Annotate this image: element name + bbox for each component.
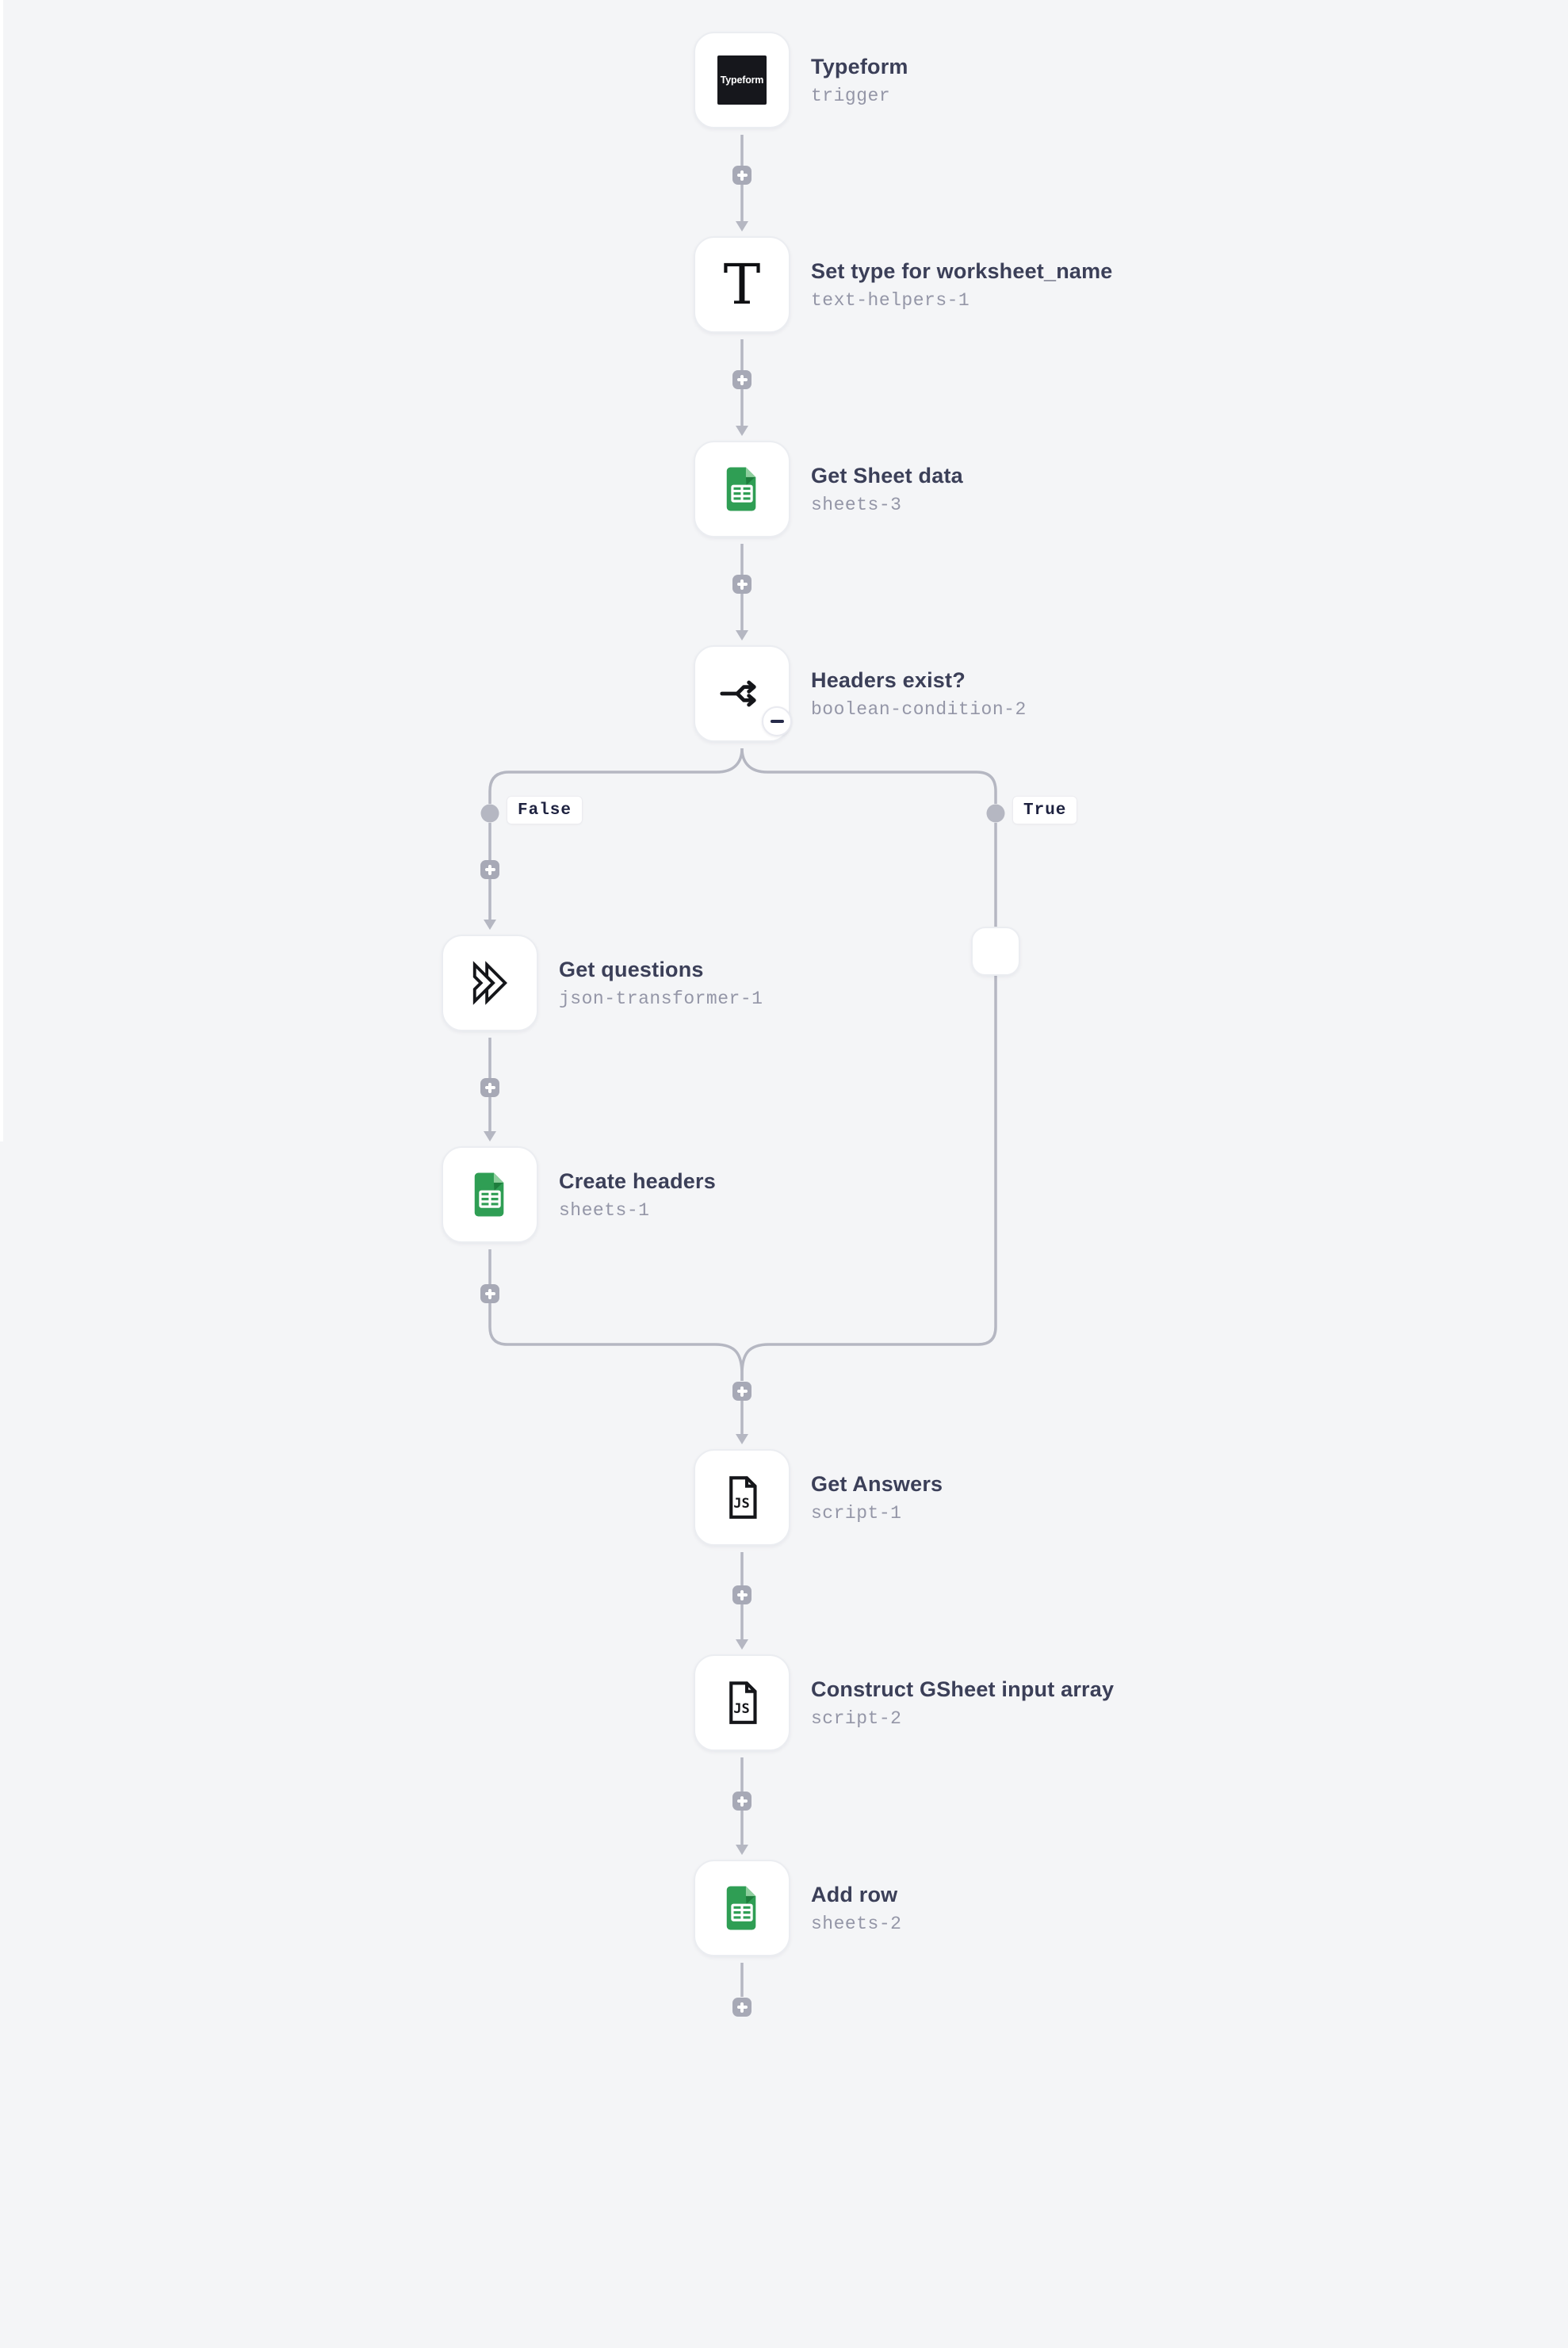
add-step-button[interactable]	[480, 1078, 499, 1097]
node-sheets-2[interactable]: Add row sheets-2	[694, 1860, 901, 1956]
node-title: Typeform	[811, 55, 908, 78]
node-subtitle: sheets-1	[559, 1200, 650, 1221]
add-step-button[interactable]	[480, 860, 499, 879]
node-empty-true-branch[interactable]	[971, 927, 1020, 976]
node-title: Get Sheet data	[811, 464, 963, 488]
add-step-button[interactable]	[732, 1585, 751, 1604]
add-step-button[interactable]	[480, 1284, 499, 1303]
node-subtitle: sheets-2	[811, 1914, 902, 1934]
add-step-button[interactable]	[732, 1792, 751, 1811]
node-sheets-3[interactable]: Get Sheet data sheets-3	[694, 441, 963, 537]
typeform-logo-icon: Typeform	[717, 55, 767, 105]
node-script-1[interactable]: JS Get Answers script-1	[694, 1449, 943, 1546]
node-subtitle: json-transformer-1	[559, 989, 763, 1009]
node-title: Get Answers	[811, 1472, 943, 1496]
branch-label-false: False	[507, 797, 583, 824]
branch-icon	[720, 680, 756, 707]
node-text-helpers-1[interactable]: T Set type for worksheet_name text-helpe…	[694, 236, 1112, 333]
add-step-button[interactable]	[732, 166, 751, 185]
node-sheets-1[interactable]: Create headers sheets-1	[442, 1146, 716, 1243]
collapse-branch-button[interactable]	[762, 706, 792, 736]
add-step-button[interactable]	[732, 575, 751, 594]
port-true	[986, 804, 1005, 823]
add-step-button[interactable]	[732, 1382, 751, 1401]
text-tool-icon: T	[723, 252, 761, 317]
node-subtitle: text-helpers-1	[811, 290, 970, 311]
node-script-2[interactable]: JS Construct GSheet input array script-2	[694, 1654, 1114, 1751]
branch-label-true: True	[1013, 797, 1077, 824]
add-step-button[interactable]	[732, 1998, 751, 2017]
js-file-icon: JS	[729, 1681, 757, 1724]
google-sheets-icon	[726, 467, 756, 511]
node-subtitle: sheets-3	[811, 495, 902, 515]
panel-edge	[0, 0, 3, 1141]
node-title: Create headers	[559, 1169, 716, 1193]
port-false	[480, 804, 499, 823]
branch-label-false-text: False	[518, 801, 572, 820]
google-sheets-icon	[726, 1886, 756, 1930]
node-title: Set type for worksheet_name	[811, 259, 1113, 283]
svg-text:JS: JS	[733, 1496, 750, 1512]
node-title: Get questions	[559, 958, 704, 981]
minus-icon	[770, 719, 784, 724]
node-subtitle: boolean-condition-2	[811, 699, 1027, 720]
js-file-icon: JS	[729, 1476, 757, 1519]
double-chevrons-icon	[472, 961, 507, 1005]
google-sheets-icon	[474, 1172, 504, 1217]
node-boolean-condition-2[interactable]: Headers exist? boolean-condition-2	[694, 645, 1026, 742]
node-subtitle: script-2	[811, 1708, 902, 1729]
node-title: Add row	[811, 1883, 898, 1906]
add-step-button[interactable]	[732, 370, 751, 389]
node-subtitle: script-1	[811, 1503, 902, 1524]
svg-text:JS: JS	[733, 1701, 750, 1717]
node-subtitle: trigger	[811, 86, 891, 106]
node-title: Headers exist?	[811, 668, 966, 692]
node-typeform-trigger[interactable]: Typeform Typeform trigger	[694, 32, 908, 128]
branch-label-true-text: True	[1023, 801, 1067, 820]
node-title: Construct GSheet input array	[811, 1677, 1115, 1701]
node-json-transformer-1[interactable]: Get questions json-transformer-1	[442, 935, 763, 1031]
